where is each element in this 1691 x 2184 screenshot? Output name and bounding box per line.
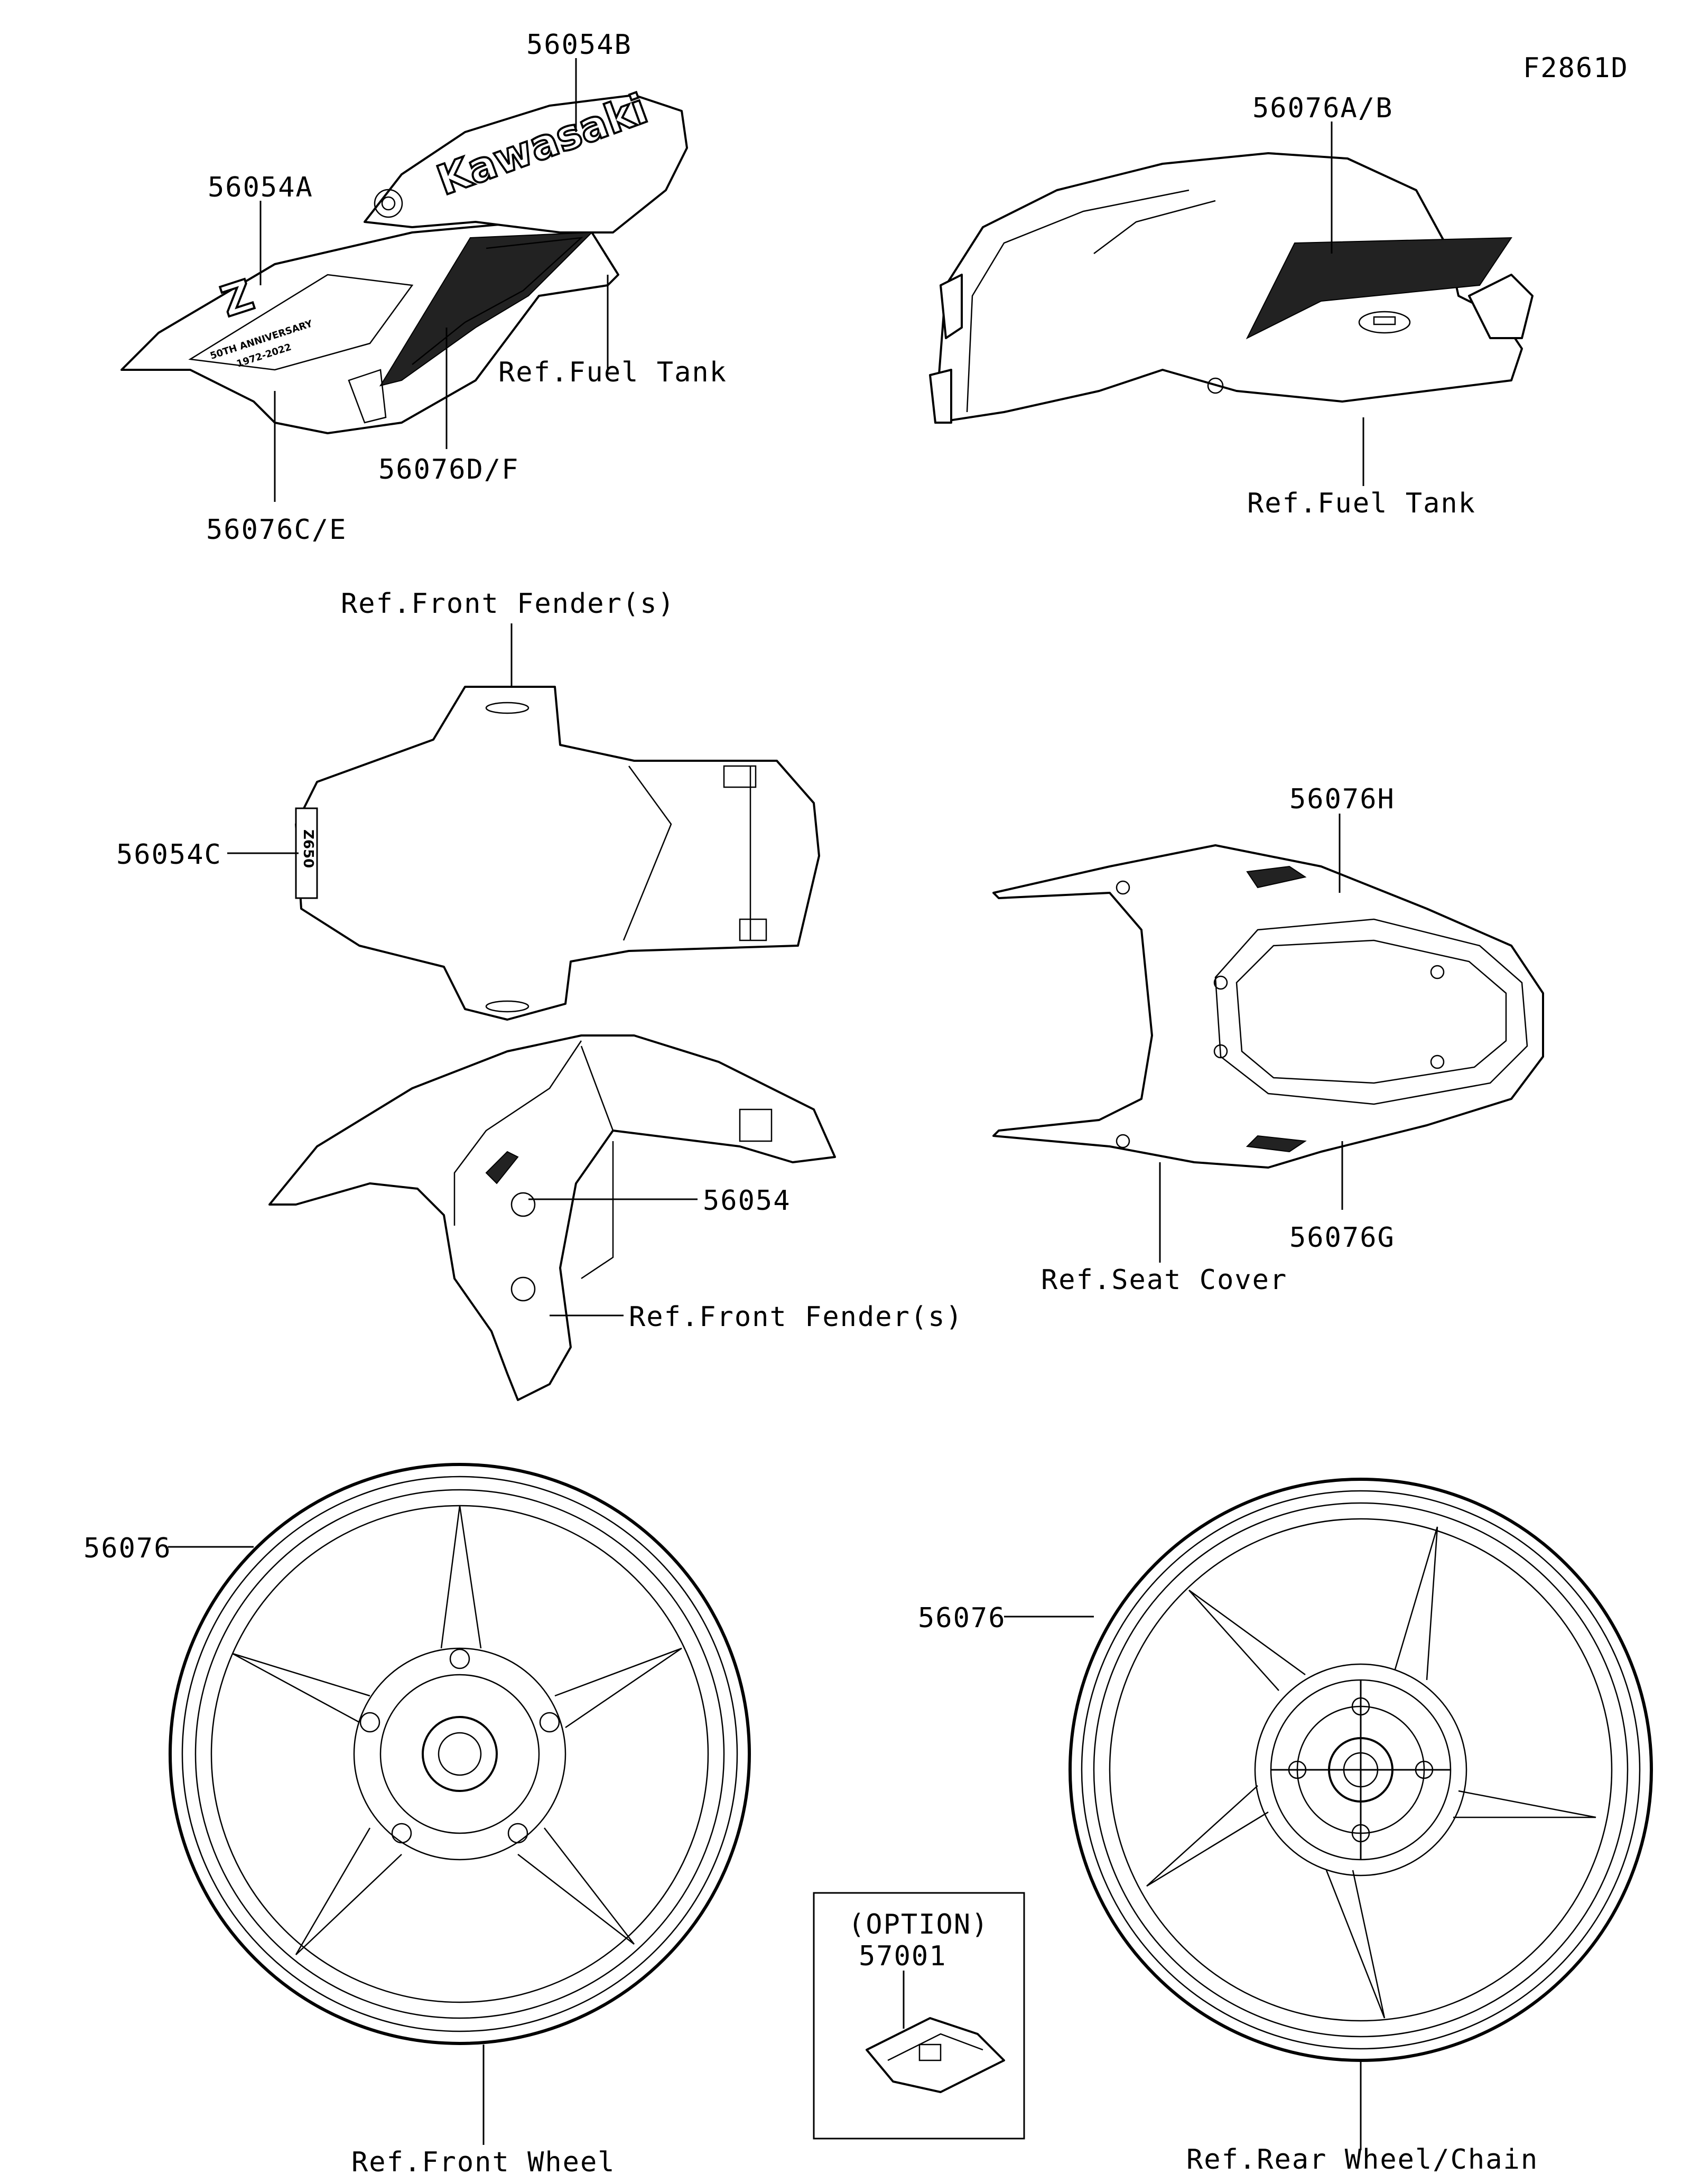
option-box [813, 1892, 1025, 2140]
rear-wheel-drawing [1069, 1478, 1653, 2062]
fender-badge-decal: Z650 [300, 829, 316, 868]
label-ref-fuel-tank-1: Ref.Fuel Tank [498, 357, 727, 388]
label-ref-front-fender-2: Ref.Front Fender(s) [629, 1301, 963, 1333]
label-56054A: 56054A [208, 172, 313, 203]
label-56054: 56054 [703, 1185, 791, 1217]
label-56076H: 56076H [1289, 783, 1395, 815]
front-wheel-drawing [169, 1463, 751, 2045]
label-ref-seat-cover: Ref.Seat Cover [1041, 1264, 1287, 1296]
front-fender-side-view [268, 1034, 836, 1401]
label-56054C: 56054C [116, 839, 222, 871]
leader-lines-top-left [259, 58, 609, 502]
label-56076A-B: 56076A/B [1252, 92, 1393, 124]
label-56076G: 56076G [1289, 1222, 1395, 1254]
front-fender-top-view: Z650 [295, 686, 820, 1021]
label-56076-front: 56076 [83, 1533, 172, 1564]
label-ref-front-fender-1: Ref.Front Fender(s) [341, 588, 675, 620]
seat-cover-drawing [992, 844, 1544, 1169]
label-56076D-F: 56076D/F [378, 454, 519, 486]
figure-id: F2861D [1523, 52, 1629, 84]
label-ref-fuel-tank-2: Ref.Fuel Tank [1247, 488, 1476, 519]
rear-wheel-spokes [1146, 1526, 1596, 2019]
front-wheel-spokes [232, 1505, 682, 1955]
label-ref-front-wheel: Ref.Front Wheel [351, 2146, 616, 2178]
label-56076-rear: 56076 [918, 1602, 1006, 1634]
label-56076C-E: 56076C/E [206, 514, 347, 546]
option-label: (OPTION) [848, 1909, 989, 1940]
label-56054B: 56054B [526, 29, 632, 61]
label-57001: 57001 [859, 1940, 947, 1972]
fuel-tank-drawing [929, 152, 1534, 424]
label-ref-rear-wheel: Ref.Rear Wheel/Chain [1186, 2144, 1538, 2176]
